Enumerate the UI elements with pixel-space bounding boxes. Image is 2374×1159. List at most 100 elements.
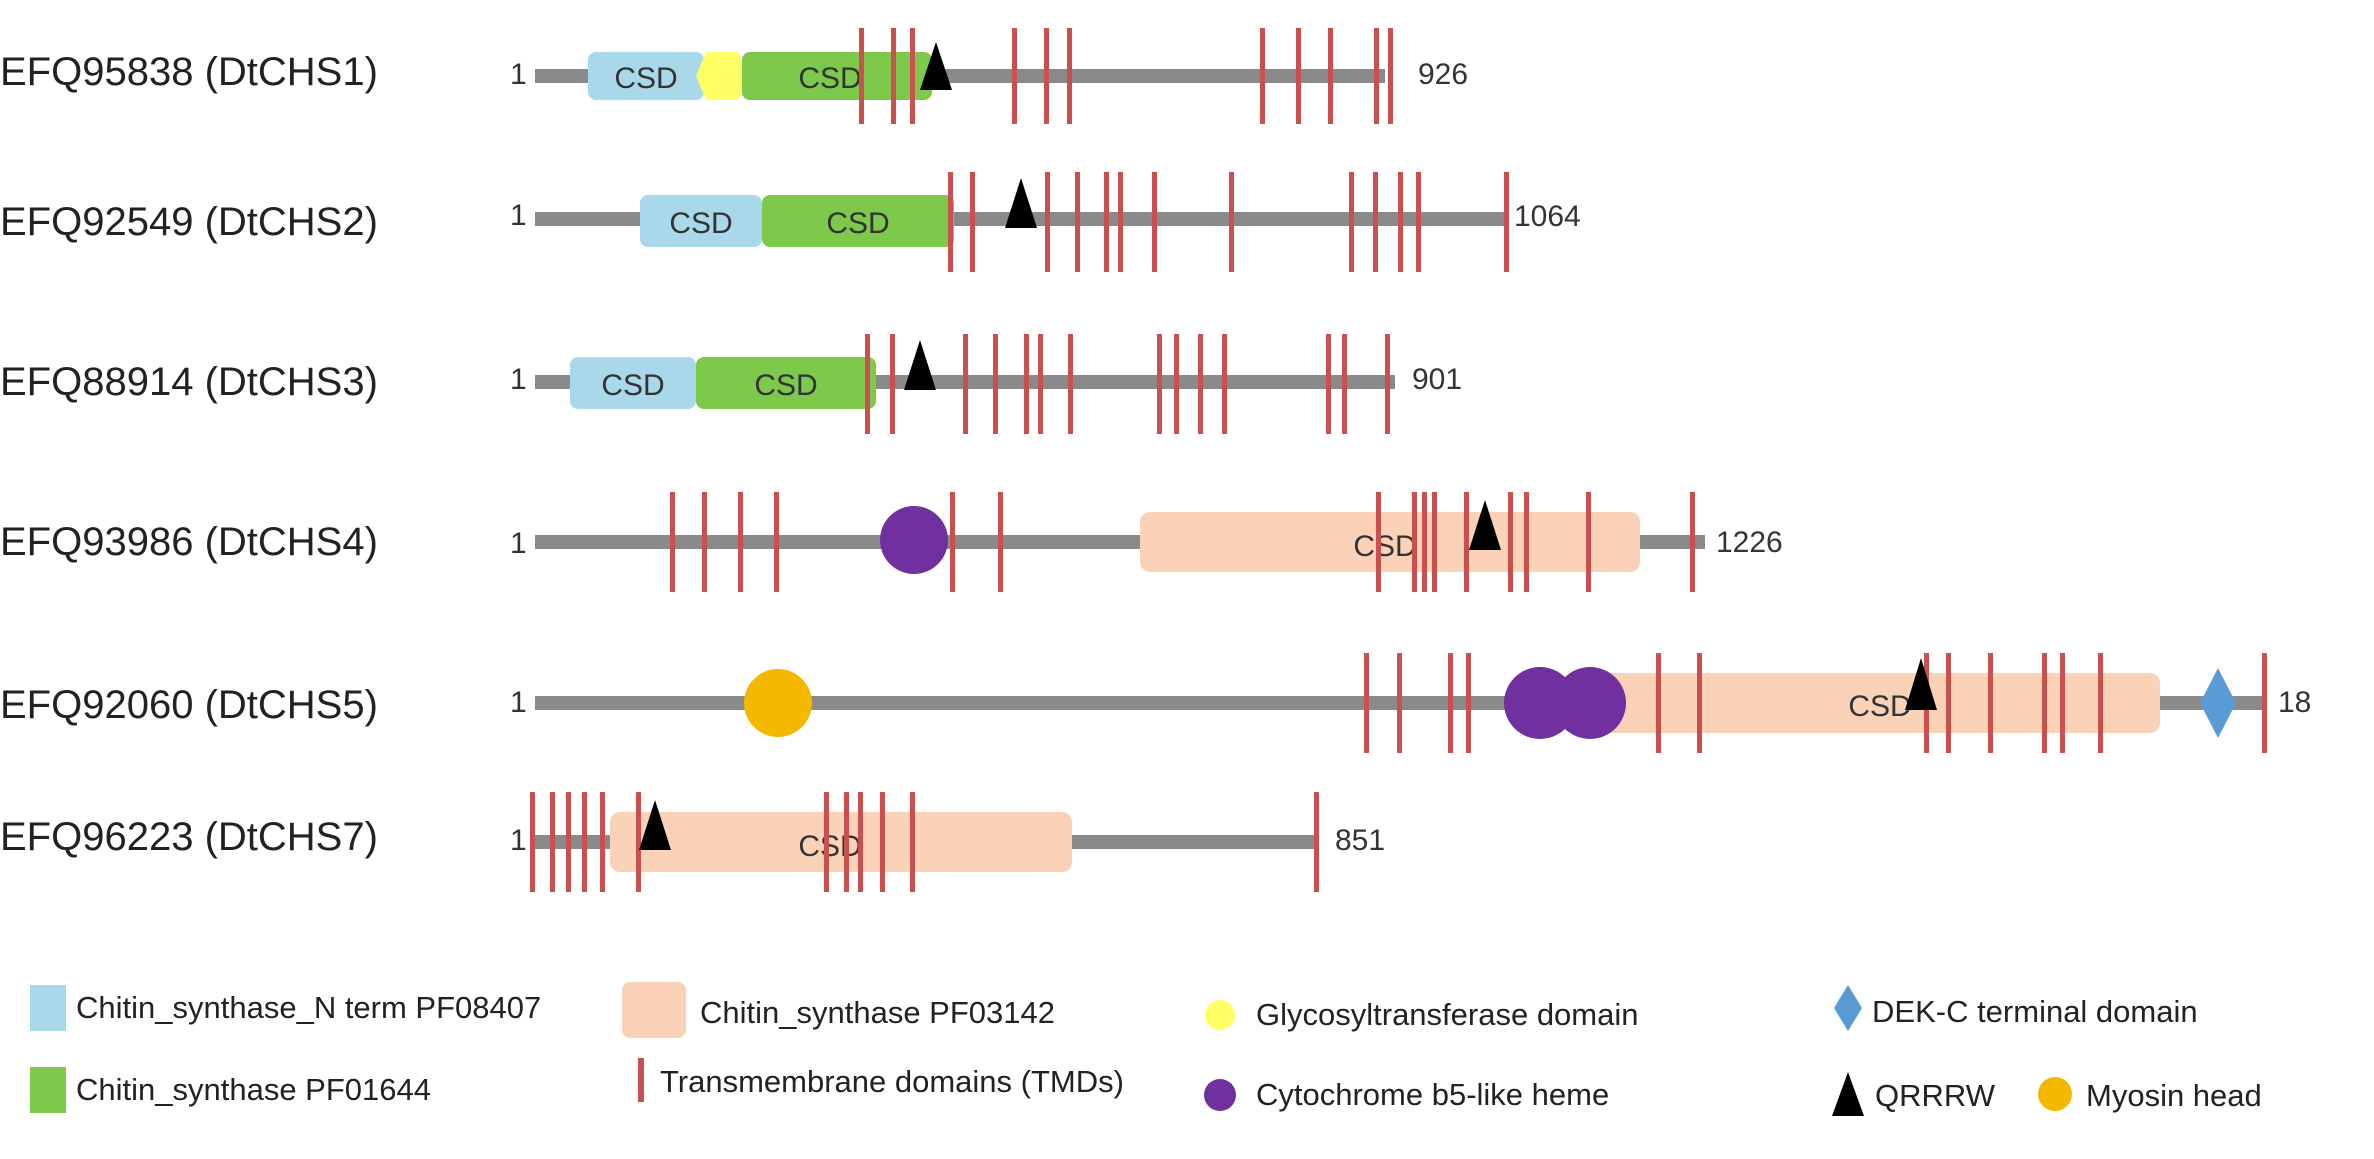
tmd-mark: [1432, 492, 1437, 592]
tmd-mark: [1988, 653, 1993, 753]
tmd-mark: [1067, 28, 1072, 124]
legend-label: QRRRW: [1875, 1078, 1996, 1113]
tmd-mark: [950, 492, 955, 592]
cytochrome-b5-domain: [1554, 667, 1626, 739]
legend-swatch-tmd: [638, 1058, 644, 1102]
tmd-mark: [1416, 172, 1421, 272]
tmd-mark: [993, 334, 998, 434]
legend-label: Transmembrane domains (TMDs): [660, 1064, 1124, 1099]
tmd-mark: [1690, 492, 1695, 592]
cytochrome-b5-domain: [880, 506, 948, 574]
qrrrw-motif: [1905, 658, 1937, 710]
tmd-group: [865, 334, 1390, 434]
legend-swatch-dek: [1834, 985, 1862, 1031]
tmd-mark: [1946, 653, 1951, 753]
tmd-mark: [1397, 653, 1402, 753]
tmd-mark: [1118, 172, 1123, 272]
legend-label: Chitin_synthase_N term PF08407: [76, 990, 541, 1025]
protein-end: 901: [1412, 363, 1462, 396]
tmd-mark: [1326, 334, 1331, 434]
legend-swatch-cytochrome: [1204, 1079, 1236, 1111]
legend-label: DEK-C terminal domain: [1872, 994, 2198, 1029]
tmd-mark: [670, 492, 675, 592]
tmd-mark: [859, 28, 864, 124]
tmd-mark: [998, 492, 1003, 592]
protein-name: EFQ95838 (DtCHS1): [0, 50, 378, 94]
chitin-synthase-pf03142-domain: [1140, 512, 1640, 572]
tmd-mark: [1075, 172, 1080, 272]
tmd-mark: [1656, 653, 1661, 753]
chitin-synthase-pf01644-domain: [762, 195, 954, 247]
tmd-mark: [1697, 653, 1702, 753]
tmd-mark: [1398, 172, 1403, 272]
tmd-mark: [1376, 492, 1381, 592]
legend-swatch-chitin-synthase-pf01644: [30, 1067, 66, 1113]
protein-name: EFQ88914 (DtCHS3): [0, 360, 378, 404]
legend-swatch-chitin-synthase-n: [30, 985, 66, 1031]
qrrrw-motif: [1469, 500, 1501, 550]
tmd-mark: [1342, 334, 1347, 434]
legend-label: Myosin head: [2086, 1078, 2262, 1113]
tmd-mark: [600, 792, 605, 892]
dek-c-terminal-domain: [2200, 668, 2236, 738]
tmd-mark: [1385, 334, 1390, 434]
tmd-mark: [1412, 492, 1417, 592]
domain-label: CSD: [754, 369, 817, 402]
tmd-mark: [1198, 334, 1203, 434]
myosin-head-domain: [744, 669, 812, 737]
protein-name: EFQ96223 (DtCHS7): [0, 815, 378, 859]
tmd-mark: [890, 334, 895, 434]
legend-label: Chitin_synthase PF03142: [700, 995, 1055, 1030]
tmd-mark: [1260, 28, 1265, 124]
qrrrw-motif: [920, 42, 952, 90]
tmd-mark: [1174, 334, 1179, 434]
tmd-mark: [1504, 172, 1509, 272]
protein-start: 1: [510, 363, 527, 396]
tmd-mark: [970, 172, 975, 272]
glycosyltransferase-domain: [696, 52, 748, 100]
tmd-mark: [738, 492, 743, 592]
tmd-group: [670, 492, 1695, 592]
protein-row-chs3: EFQ88914 (DtCHS3) 1 CSD CSD 901: [0, 334, 1462, 434]
legend-label: Glycosyltransferase domain: [1256, 997, 1639, 1032]
tmd-mark: [1373, 172, 1378, 272]
tmd-mark: [1349, 172, 1354, 272]
tmd-mark: [2262, 653, 2267, 753]
chitin-synthase-pf03142-domain: [610, 812, 1072, 872]
domain-label: CSD: [601, 369, 664, 402]
protein-name: EFQ92549 (DtCHS2): [0, 200, 378, 244]
cytochrome-b5-domain: [1504, 667, 1576, 739]
tmd-mark: [550, 792, 555, 892]
protein-start: 1: [510, 58, 527, 91]
protein-start: 1: [510, 199, 527, 232]
protein-start: 1: [510, 824, 527, 857]
tmd-mark: [1152, 172, 1157, 272]
protein-end: 1226: [1716, 526, 1783, 559]
protein-row-chs7: EFQ96223 (DtCHS7) 1 CSD 851: [0, 792, 1385, 892]
tmd-mark: [948, 172, 953, 272]
tmd-mark: [582, 792, 587, 892]
tmd-mark: [824, 792, 829, 892]
protein-name: EFQ93986 (DtCHS4): [0, 520, 378, 564]
tmd-group: [859, 28, 1393, 124]
protein-start: 1: [510, 527, 527, 560]
tmd-mark: [1296, 28, 1301, 124]
tmd-mark: [1314, 792, 1319, 892]
tmd-mark: [1045, 172, 1050, 272]
tmd-mark: [1508, 492, 1513, 592]
tmd-mark: [880, 792, 885, 892]
domain-label: CSD: [798, 830, 861, 863]
protein-start: 1: [510, 686, 527, 719]
protein-end: 1064: [1514, 200, 1581, 233]
chitin-synthase-pf01644-domain: [742, 52, 932, 100]
qrrrw-motif: [1005, 178, 1037, 228]
tmd-mark: [702, 492, 707, 592]
domain-label: CSD: [1353, 530, 1416, 563]
domain-label: CSD: [614, 62, 677, 95]
tmd-mark: [2060, 653, 2065, 753]
tmd-mark: [530, 792, 535, 892]
tmd-mark: [1012, 28, 1017, 124]
tmd-group: [530, 792, 1319, 892]
protein-name: EFQ92060 (DtCHS5): [0, 683, 378, 727]
